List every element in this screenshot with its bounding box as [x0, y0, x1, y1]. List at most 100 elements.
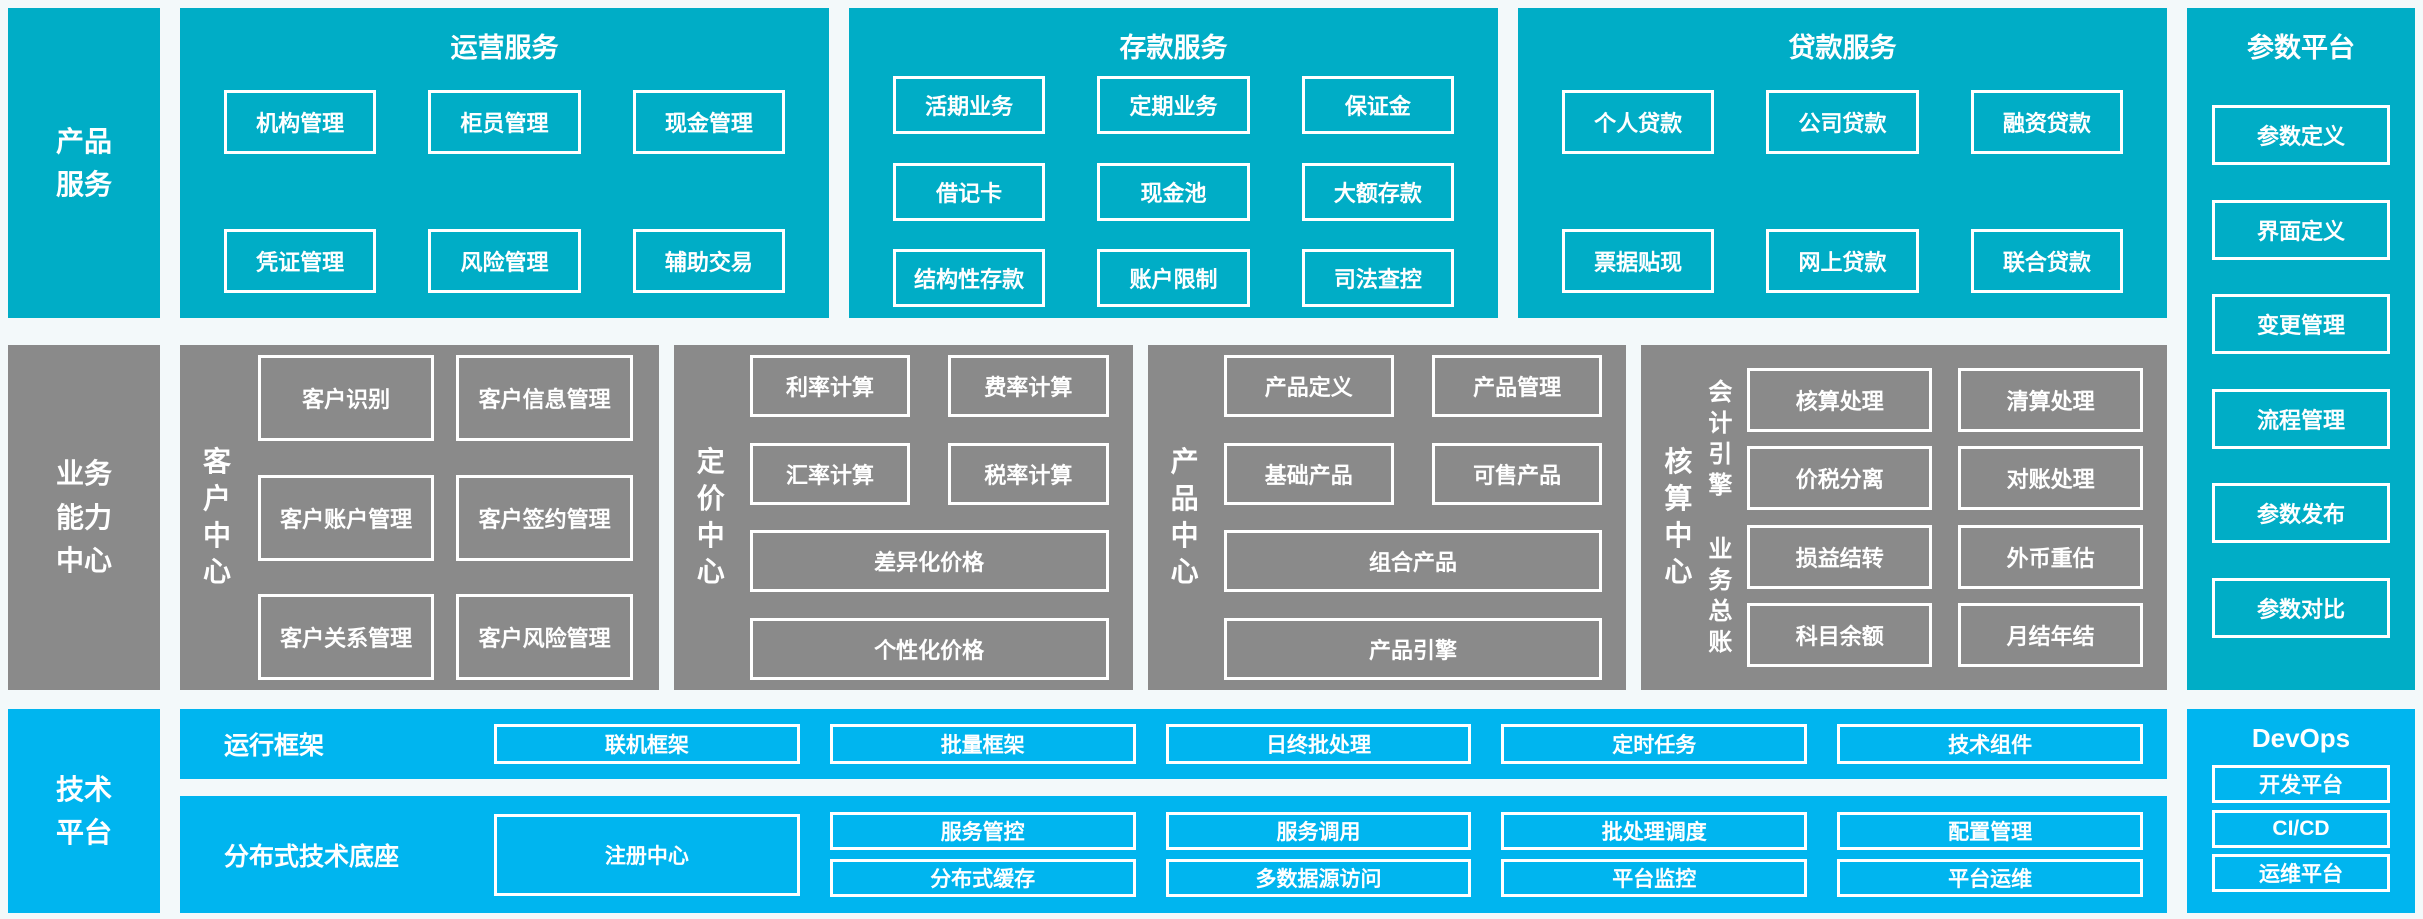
diagram-box: 公司贷款	[1766, 90, 1919, 154]
diagram-box: 可售产品	[1431, 442, 1603, 505]
diagram-box: 定时任务	[1501, 724, 1808, 764]
panel-accounting-center: 核算中心 会计引擎 核算处理 清算处理 价税分离 对账处理	[1641, 345, 2167, 690]
tech-platform-section: 技术 平台 运行框架 联机框架 批量框架 日终批处理 定时任务 技术组件 分布式…	[8, 709, 2415, 913]
diagram-box: 网上贷款	[1766, 229, 1919, 293]
diagram-box: 结构性存款	[893, 249, 1046, 308]
diagram-box: 配置管理	[1837, 812, 2143, 850]
left-rail-column: 产品 服务 业务 能力 中心	[8, 8, 160, 690]
diagram-box: 司法查控	[1301, 249, 1454, 308]
diagram-box: 借记卡	[893, 162, 1046, 221]
diagram-box: 多数据源访问	[1165, 859, 1472, 897]
param-platform-boxes: 参数定义 界面定义 变更管理 流程管理 参数发布 参数对比	[2187, 65, 2415, 690]
diagram-box: 风险管理	[428, 229, 581, 293]
diagram-box: 大额存款	[1301, 162, 1454, 221]
diagram-box: 月结年结	[1958, 603, 2143, 667]
diagram-box: 客户识别	[258, 354, 435, 441]
panel-operations-grid: 机构管理 柜员管理 现金管理 凭证管理 风险管理 辅助交易	[180, 65, 829, 318]
top-section: 产品 服务 业务 能力 中心 运营服务 机构管理 柜员管理 现金管理 凭证管理 …	[8, 8, 2415, 690]
diagram-box: 客户签约管理	[456, 474, 633, 561]
devops-title: DevOps	[2251, 723, 2351, 753]
diagram-box: 参数对比	[2212, 577, 2390, 638]
diagram-box: 参数发布	[2212, 483, 2390, 544]
diagram-box: 产品引擎	[1223, 617, 1603, 680]
diagram-box: 运维平台	[2212, 854, 2390, 893]
diagram-box: 机构管理	[224, 90, 377, 154]
diagram-box: 参数定义	[2212, 105, 2390, 166]
diagram-box: 批量框架	[829, 724, 1136, 764]
right-column-bottom: DevOps 开发平台 CI/CD 运维平台	[2187, 709, 2415, 913]
diagram-box: 批处理调度	[1501, 812, 1808, 850]
panel-loan-grid: 个人贷款 公司贷款 融资贷款 票据贴现 网上贷款 联合贷款	[1518, 65, 2167, 318]
accounting-engine-label: 会计引擎	[1708, 378, 1733, 500]
diagram-box: 辅助交易	[632, 229, 785, 293]
diagram-box: 个性化价格	[749, 617, 1109, 680]
diagram-box: 融资贷款	[1970, 90, 2123, 154]
rail-business-capability: 业务 能力 中心	[8, 345, 160, 690]
diagram-box: 服务管控	[829, 812, 1136, 850]
panel-accounting-body: 会计引擎 核算处理 清算处理 价税分离 对账处理 业务总账 损益结转	[1693, 345, 2167, 690]
panel-loan-title: 贷款服务	[1788, 33, 1897, 63]
diagram-box: 联合贷款	[1970, 229, 2123, 293]
diagram-box: 日终批处理	[1165, 724, 1472, 764]
panel-deposit-title: 存款服务	[1119, 33, 1228, 63]
tech-center-column: 运行框架 联机框架 批量框架 日终批处理 定时任务 技术组件 分布式技术底座 注…	[180, 709, 2167, 913]
diagram-box: 票据贴现	[1562, 229, 1715, 293]
diagram-box: 清算处理	[1958, 368, 2143, 432]
diagram-box: 利率计算	[749, 355, 911, 418]
accounting-engine-group: 会计引擎 核算处理 清算处理 价税分离 对账处理	[1693, 368, 2143, 510]
business-capability-row: 客户中心 客户识别 客户信息管理 客户账户管理 客户签约管理 客户关系管理 客户…	[180, 345, 2167, 690]
rail-product-services: 产品 服务	[8, 8, 160, 318]
devops-boxes: 开发平台 CI/CD 运维平台	[2187, 754, 2415, 913]
diagram-box: 联机框架	[494, 724, 800, 764]
distributed-column: 配置管理 平台运维	[1837, 812, 2143, 897]
diagram-box: 对账处理	[1958, 446, 2143, 510]
distributed-column: 服务调用 多数据源访问	[1165, 812, 1472, 897]
panel-customer-grid: 客户识别 客户信息管理 客户账户管理 客户签约管理 客户关系管理 客户风险管理	[232, 345, 659, 690]
diagram-box: 汇率计算	[749, 442, 911, 505]
center-column: 运营服务 机构管理 柜员管理 现金管理 凭证管理 风险管理 辅助交易 存款服务 …	[180, 8, 2167, 690]
panel-customer-center: 客户中心 客户识别 客户信息管理 客户账户管理 客户签约管理 客户关系管理 客户…	[180, 345, 659, 690]
panel-product-label: 产品中心	[1170, 445, 1199, 588]
diagram-box: CI/CD	[2212, 809, 2390, 848]
diagram-box: 客户风险管理	[456, 594, 633, 681]
diagram-box: 产品定义	[1223, 355, 1394, 418]
distributed-column: 服务管控 分布式缓存	[829, 812, 1136, 897]
diagram-box: 定期业务	[1097, 75, 1250, 134]
diagram-box: 现金管理	[632, 90, 785, 154]
diagram-box: 变更管理	[2212, 294, 2390, 355]
panel-param-platform: 参数平台 参数定义 界面定义 变更管理 流程管理 参数发布 参数对比	[2187, 8, 2415, 690]
diagram-box: 客户关系管理	[258, 594, 435, 681]
diagram-box: 外币重估	[1958, 525, 2143, 589]
panel-deposit-grid: 活期业务 定期业务 保证金 借记卡 现金池 大额存款 结构性存款 账户限制 司法…	[849, 65, 1498, 318]
runtime-framework-label: 运行框架	[224, 732, 325, 760]
business-ledger-grid: 损益结转 外币重估 科目余额 月结年结	[1733, 525, 2143, 667]
diagram-box: 损益结转	[1747, 525, 1933, 589]
diagram-box: 开发平台	[2212, 764, 2390, 803]
right-column-top: 参数平台 参数定义 界面定义 变更管理 流程管理 参数发布 参数对比	[2187, 8, 2415, 690]
diagram-box: 平台运维	[1837, 859, 2143, 897]
diagram-box: 差异化价格	[749, 530, 1109, 593]
param-platform-title: 参数平台	[2247, 33, 2355, 63]
panel-operations: 运营服务 机构管理 柜员管理 现金管理 凭证管理 风险管理 辅助交易	[180, 8, 829, 318]
product-services-row: 运营服务 机构管理 柜员管理 现金管理 凭证管理 风险管理 辅助交易 存款服务 …	[180, 8, 2167, 318]
runtime-framework-band: 运行框架 联机框架 批量框架 日终批处理 定时任务 技术组件	[180, 709, 2167, 779]
diagram-box: 个人贷款	[1562, 90, 1715, 154]
panel-product-center: 产品中心 产品定义 产品管理 基础产品 可售产品 组合产品 产品引擎	[1147, 345, 1627, 690]
panel-pricing-grid: 利率计算 费率计算 汇率计算 税率计算 差异化价格 个性化价格	[726, 345, 1133, 690]
diagram-box: 基础产品	[1223, 442, 1394, 505]
diagram-box: 客户账户管理	[258, 474, 435, 561]
panel-deposit: 存款服务 活期业务 定期业务 保证金 借记卡 现金池 大额存款 结构性存款 账户…	[849, 8, 1498, 318]
diagram-box: 税率计算	[948, 442, 1109, 505]
panel-customer-label: 客户中心	[202, 445, 231, 588]
distributed-base-band: 分布式技术底座 注册中心 服务管控 分布式缓存 服务调用 多数据源访问 批处理调…	[180, 796, 2167, 913]
business-ledger-label: 业务总账	[1708, 535, 1733, 657]
diagram-box: 分布式缓存	[829, 859, 1136, 897]
diagram-box: 账户限制	[1097, 249, 1250, 308]
diagram-box: 技术组件	[1837, 724, 2143, 764]
diagram-box: 产品管理	[1431, 355, 1603, 418]
diagram-box: 组合产品	[1223, 530, 1603, 593]
diagram-box: 价税分离	[1747, 446, 1933, 510]
diagram-box: 平台监控	[1501, 859, 1808, 897]
panel-operations-title: 运营服务	[450, 33, 559, 63]
